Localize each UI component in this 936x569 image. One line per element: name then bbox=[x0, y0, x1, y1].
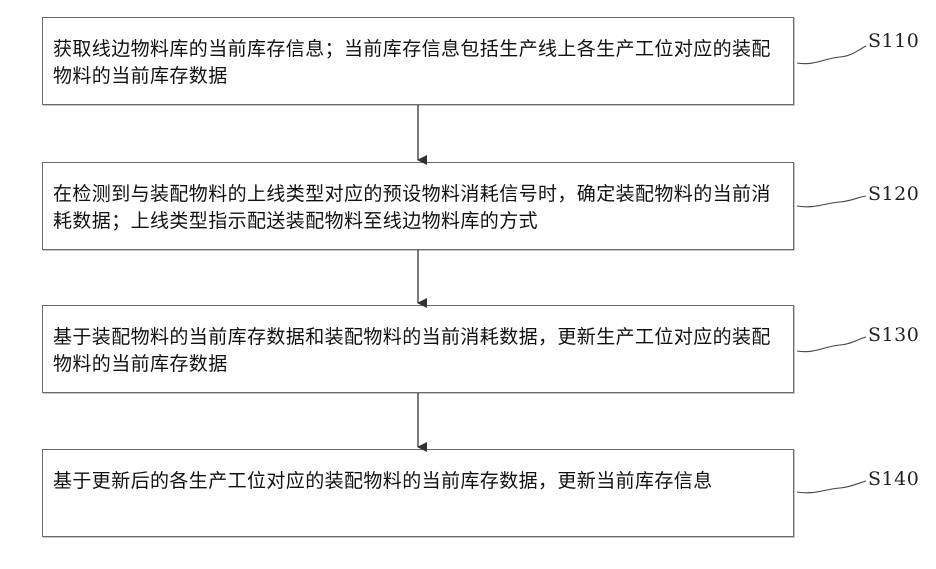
step-text-s110: 获取线边物料库的当前库存信息；当前库存信息包括生产线上各生产工位对应的装配物料的… bbox=[53, 36, 785, 90]
step-box-s130: 基于装配物料的当前库存数据和装配物料的当前消耗数据，更新生产工位对应的装配物料的… bbox=[42, 305, 794, 393]
leader-line-s140 bbox=[797, 481, 866, 493]
step-label-s140: S140 bbox=[868, 468, 919, 490]
step-text-s130: 基于装配物料的当前库存数据和装配物料的当前消耗数据，更新生产工位对应的装配物料的… bbox=[53, 324, 785, 378]
step-label-s110: S110 bbox=[868, 30, 919, 52]
leader-line-s130 bbox=[797, 337, 866, 352]
step-box-s140: 基于更新后的各生产工位对应的装配物料的当前库存数据，更新当前库存信息 bbox=[42, 449, 794, 537]
step-box-s110: 获取线边物料库的当前库存信息；当前库存信息包括生产线上各生产工位对应的装配物料的… bbox=[42, 17, 794, 105]
leader-line-s110 bbox=[797, 46, 866, 64]
step-label-s120: S120 bbox=[868, 183, 919, 205]
step-box-s120: 在检测到与装配物料的上线类型对应的预设物料消耗信号时，确定装配物料的当前消耗数据… bbox=[42, 162, 794, 250]
step-text-s120: 在检测到与装配物料的上线类型对应的预设物料消耗信号时，确定装配物料的当前消耗数据… bbox=[53, 181, 785, 235]
step-text-s140: 基于更新后的各生产工位对应的装配物料的当前库存数据，更新当前库存信息 bbox=[53, 468, 785, 495]
leader-line-s120 bbox=[797, 196, 866, 207]
step-label-s130: S130 bbox=[868, 324, 919, 346]
